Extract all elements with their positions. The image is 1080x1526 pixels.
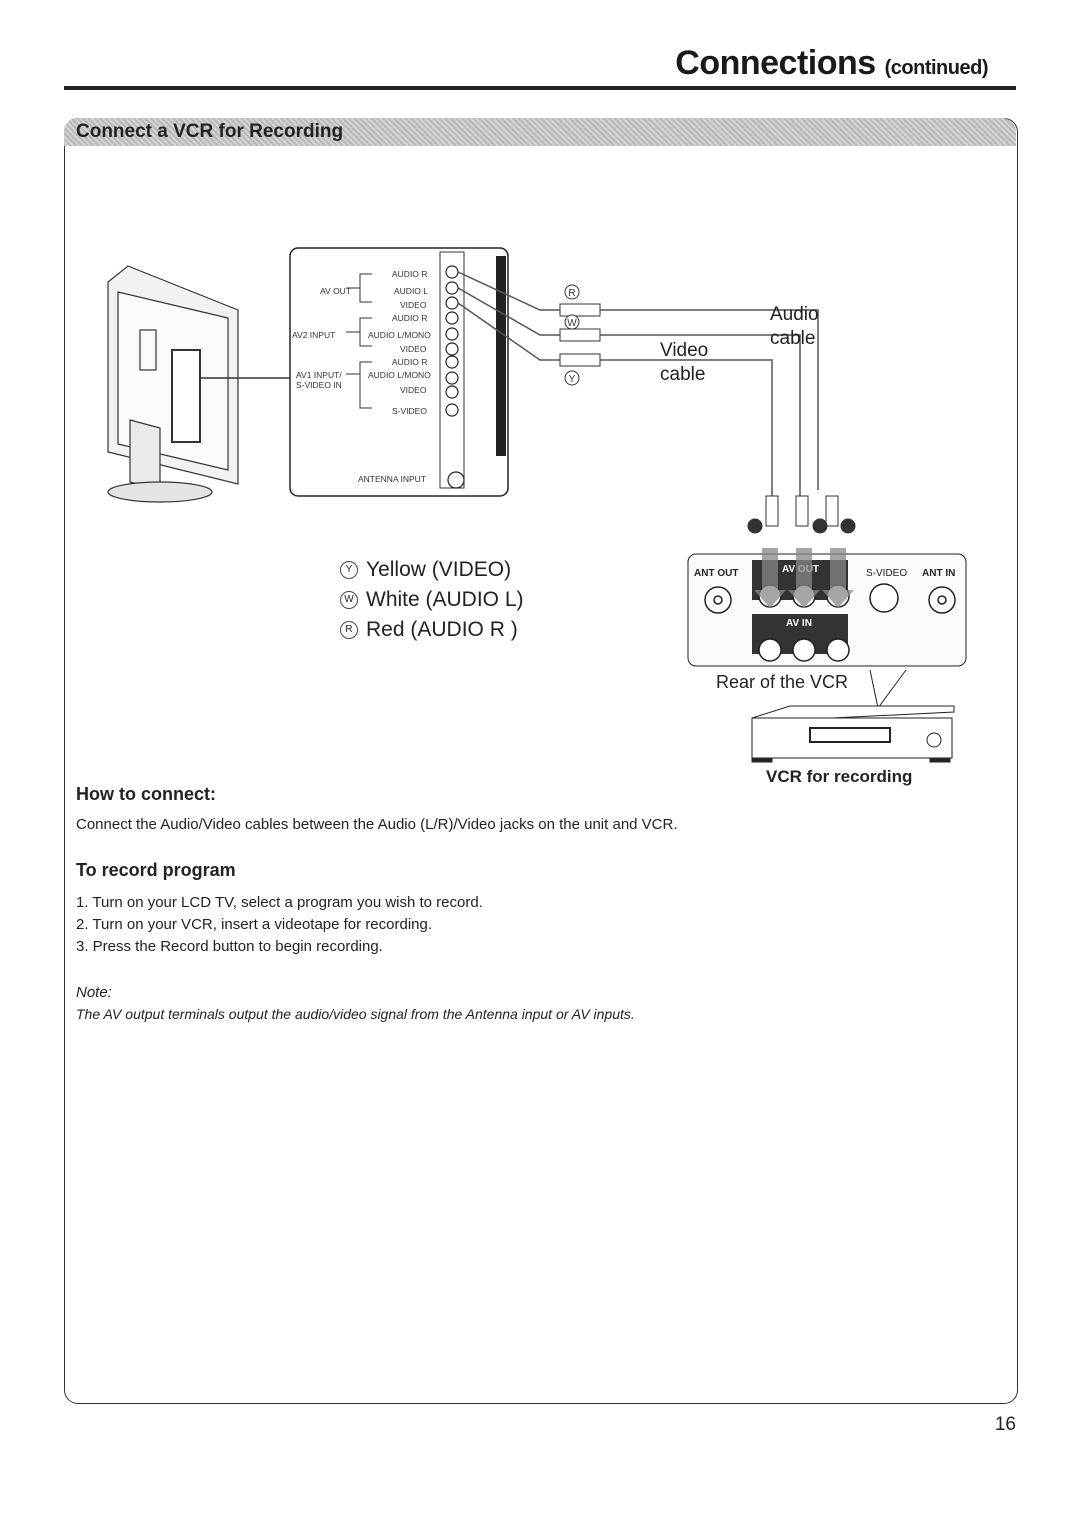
vcr-ant-out: ANT OUT xyxy=(694,568,738,579)
color-legend: Y Yellow (VIDEO) W White (AUDIO L) R Red (A… xyxy=(340,558,524,648)
vcr-ant-in: ANT IN xyxy=(922,568,955,579)
tv-jack-panel: AV OUT AUDIO R AUDIO L VIDEO AV2 INPUT A… xyxy=(289,247,509,497)
svg-text:Y: Y xyxy=(569,374,576,385)
plug-arrows xyxy=(754,548,854,608)
label-video-1: VIDEO xyxy=(400,300,427,310)
vcr-av-in: AV IN xyxy=(786,618,812,629)
legend-mark: W xyxy=(340,591,358,609)
legend-mark: R xyxy=(340,621,358,639)
legend-mark: Y xyxy=(340,561,358,579)
step-item: 2. Turn on your VCR, insert a videotape … xyxy=(76,916,433,933)
label-av1-input: AV1 INPUT/ xyxy=(296,370,342,380)
label-av2-input: AV2 INPUT xyxy=(292,330,335,340)
tv-rear-illustration xyxy=(107,265,290,503)
connection-diagram: AV OUT AUDIO R AUDIO L VIDEO AV2 INPUT A… xyxy=(107,247,967,786)
label-audio-l-mono-2: AUDIO L/MONO xyxy=(368,330,431,340)
vcr-front-illustration xyxy=(751,705,955,763)
video-cable-label-1: Video xyxy=(660,340,708,361)
section-header: Connect a VCR for Recording xyxy=(64,118,1016,146)
note-text: The AV output terminals output the audio… xyxy=(76,1006,635,1022)
page-title: Connections (continued) xyxy=(675,44,988,83)
svg-text:Y: Y xyxy=(752,522,759,533)
vcr-s-video: S-VIDEO xyxy=(866,568,907,579)
av-cables xyxy=(457,271,819,500)
section-title: Connect a VCR for Recording xyxy=(76,121,344,142)
how-to-connect-heading: How to connect: xyxy=(76,784,216,804)
audio-cable-label-2: cable xyxy=(770,328,815,349)
cable-plugs-vcr-side: Y W R xyxy=(747,495,856,534)
title-rule xyxy=(64,86,1016,90)
label-video-3: VIDEO xyxy=(400,385,427,395)
label-audio-r-2: AUDIO R xyxy=(392,313,427,323)
cable-plugs-tv-side xyxy=(559,303,601,367)
vcr-caption: VCR for recording xyxy=(766,767,912,786)
step-item: 1. Turn on your LCD TV, select a program… xyxy=(76,894,483,911)
label-svideo-in: S-VIDEO IN xyxy=(296,380,342,390)
vcr-rear-panel: ANT OUT AV OUT AV IN S-VIDEO ANT IN Rear… xyxy=(687,548,967,710)
record-steps-list: 1. Turn on your LCD TV, select a program… xyxy=(76,892,483,958)
svg-text:R: R xyxy=(568,288,575,299)
svg-text:R: R xyxy=(844,522,851,533)
legend-text: White (AUDIO L) xyxy=(366,588,524,611)
video-cable-label-2: cable xyxy=(660,364,705,385)
legend-text: Yellow (VIDEO) xyxy=(366,558,512,581)
audio-cable-label-1: Audio xyxy=(770,304,819,325)
label-audio-l-1: AUDIO L xyxy=(394,286,428,296)
label-s-video: S-VIDEO xyxy=(392,406,427,416)
how-to-connect-text: Connect the Audio/Video cables between t… xyxy=(76,816,678,833)
label-audio-r-1: AUDIO R xyxy=(392,269,427,279)
label-av-out: AV OUT xyxy=(320,286,351,296)
title-text: Connections xyxy=(675,44,876,82)
svg-text:W: W xyxy=(567,318,577,329)
step-item: 3. Press the Record button to begin reco… xyxy=(76,938,383,955)
legend-item: Y Yellow (VIDEO) xyxy=(340,558,524,582)
label-audio-r-3: AUDIO R xyxy=(392,357,427,367)
label-video-2: VIDEO xyxy=(400,344,427,354)
title-subtitle: (continued) xyxy=(884,57,989,79)
label-audio-l-mono-3: AUDIO L/MONO xyxy=(368,370,431,380)
legend-item: W White (AUDIO L) xyxy=(340,588,524,612)
record-program-heading: To record program xyxy=(76,860,236,880)
legend-text: Red (AUDIO R ) xyxy=(366,618,518,641)
legend-item: R Red (AUDIO R ) xyxy=(340,618,524,642)
svg-text:W: W xyxy=(815,522,825,533)
vcr-rear-caption: Rear of the VCR xyxy=(716,672,848,692)
page-number: 16 xyxy=(994,1414,1016,1435)
note-label: Note: xyxy=(76,984,112,1001)
label-antenna-input: ANTENNA INPUT xyxy=(358,474,426,484)
